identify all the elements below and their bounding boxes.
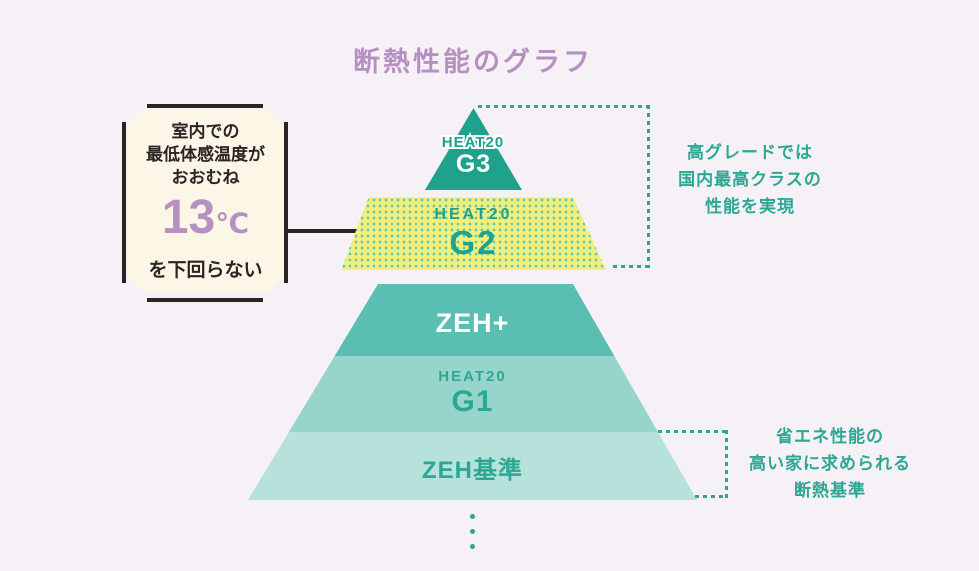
ellipsis-dot [470, 529, 475, 534]
g3-small-label: HEAT20 [440, 132, 505, 153]
g2-large-label: G2 [449, 224, 498, 261]
callout-line-3: おおむね [171, 167, 240, 187]
temperature-callout-box: 室内での 最低体感温度が おおむね 13℃ を下回らない [127, 110, 284, 293]
callout-frame-left-line [122, 122, 126, 283]
annotation-energy-saving: 省エネ性能の 高い家に求められる 断熱基準 [738, 423, 922, 504]
annotation-bottom-line-3: 断熱基準 [794, 481, 866, 500]
annotation-top-line-3: 性能を実現 [705, 197, 795, 216]
continuation-ellipsis [470, 514, 475, 549]
g2-small-label: HEAT20 [434, 206, 513, 223]
top-bracket-bottom-line [613, 265, 650, 268]
pyramid-level-zeh-standard [248, 432, 697, 500]
g1-large-label: G1 [451, 385, 494, 418]
top-bracket-top-line [478, 105, 650, 108]
temperature-number: 13 [161, 190, 216, 244]
pyramid-level-g2 [341, 197, 606, 270]
top-bracket-right-line [647, 105, 650, 268]
page-title: 断熱性能のグラフ [353, 47, 593, 77]
callout-line-1: 室内での [171, 121, 240, 141]
callout-line-2: 最低体感温度が [146, 144, 265, 164]
zeh-standard-label: ZEH基準 [422, 457, 523, 484]
bottom-bracket-right-line [725, 430, 728, 498]
callout-frame-top-line [147, 104, 263, 108]
temperature-unit: ℃ [215, 207, 250, 239]
svg-text:HEAT20: HEAT20 [442, 134, 504, 151]
bottom-bracket-bottom-line [695, 495, 728, 498]
annotation-bottom-line-2: 高い家に求められる [749, 454, 911, 473]
ellipsis-dot [470, 514, 475, 519]
g3-large-label: G3 [455, 150, 492, 178]
bottom-bracket-top-line [658, 430, 728, 433]
callout-line-5: を下回らない [148, 259, 263, 281]
annotation-high-grade: 高グレードでは 国内最高クラスの 性能を実現 [660, 139, 840, 220]
annotation-top-line-2: 国内最高クラスの [678, 170, 822, 189]
callout-frame-right-line [284, 122, 288, 283]
zeh-plus-label: ZEH+ [435, 308, 510, 338]
temperature-value: 13℃ [162, 191, 249, 256]
annotation-top-line-1: 高グレードでは [687, 143, 813, 162]
callout-connector-line [288, 229, 414, 233]
g1-small-label: HEAT20 [438, 368, 507, 385]
annotation-bottom-line-1: 省エネ性能の [776, 427, 884, 446]
callout-frame-bottom-line [147, 298, 263, 302]
ellipsis-dot [470, 544, 475, 549]
